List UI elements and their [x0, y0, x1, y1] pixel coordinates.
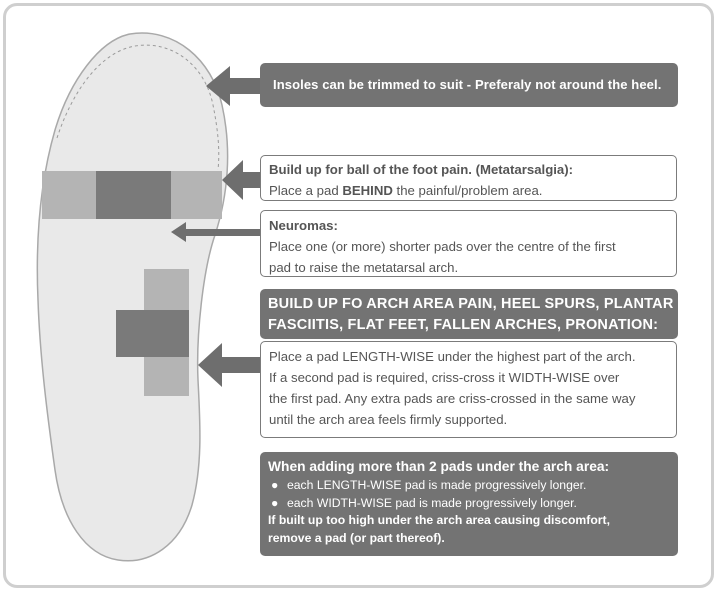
arch-pad-widthwise [116, 310, 189, 357]
callout-neuromas: Neuromas: Place one (or more) shorter pa… [260, 210, 677, 277]
arch-heading-line1: BUILD UP FO ARCH AREA PAIN, HEEL SPURS, … [268, 296, 674, 312]
more-pads-bullet1-text: each LENGTH-WISE pad is made progressive… [287, 478, 587, 492]
neuroma-pad [96, 171, 171, 219]
arrow-neuroma-icon [171, 222, 262, 242]
trim-dashed-line [56, 44, 220, 171]
more-pads-bullet2-text: each WIDTH-WISE pad is made progressivel… [287, 495, 577, 510]
more-pads-bullet1: ● each LENGTH-WISE pad is made progressiv… [268, 477, 678, 495]
ball-text-bold: BEHIND [342, 183, 393, 198]
callout-ball-of-foot: Build up for ball of the foot pain. (Met… [260, 155, 677, 201]
arch-line3: the first pad. Any extra pads are criss-… [269, 391, 636, 406]
callout-trim: Insoles can be trimmed to suit - Prefera… [260, 63, 678, 107]
arch-line4: until the arch area feels firmly support… [269, 412, 508, 427]
callout-ball-title: Build up for ball of the foot pain. (Met… [269, 162, 574, 177]
callout-trim-text: Insoles can be trimmed to suit - Prefera… [273, 77, 662, 92]
insole-shape [36, 32, 229, 562]
arrow-arch-icon [198, 343, 262, 387]
arrow-ball-icon [222, 160, 262, 200]
more-pads-heading: When adding more than 2 pads under the a… [268, 459, 610, 474]
callout-arch-heading: BUILD UP FO ARCH AREA PAIN, HEEL SPURS, … [260, 289, 678, 339]
more-pads-footer1: If built up too high under the arch area… [268, 513, 610, 527]
callout-more-pads: When adding more than 2 pads under the a… [260, 452, 678, 556]
more-pads-bullet2: ● each WIDTH-WISE pad is made progressive… [268, 495, 678, 513]
more-pads-footer2: remove a pad (or part thereof). [268, 530, 445, 545]
bullet-icon: ● [271, 478, 279, 492]
callout-ball-text: Place a pad BEHIND the painful/problem a… [269, 180, 676, 201]
arch-line2: If a second pad is required, criss-cross… [269, 370, 620, 385]
arch-line1: Place a pad LENGTH-WISE under the highes… [269, 349, 636, 364]
callout-neuromas-line1: Place one (or more) shorter pads over th… [269, 239, 616, 254]
ball-text-before: Place a pad [269, 183, 343, 198]
ball-text-after: the painful/problem area. [392, 183, 543, 198]
arrow-trim-icon [206, 66, 262, 106]
bullet-icon: ● [271, 495, 279, 510]
callout-arch-body: Place a pad LENGTH-WISE under the highes… [260, 341, 677, 438]
callout-neuromas-title: Neuromas: [269, 218, 338, 233]
callout-neuromas-line2: pad to raise the metatarsal arch. [269, 260, 459, 275]
arch-heading-line2: FASCIITIS, FLAT FEET, FALLEN ARCHES, PRO… [268, 317, 659, 333]
